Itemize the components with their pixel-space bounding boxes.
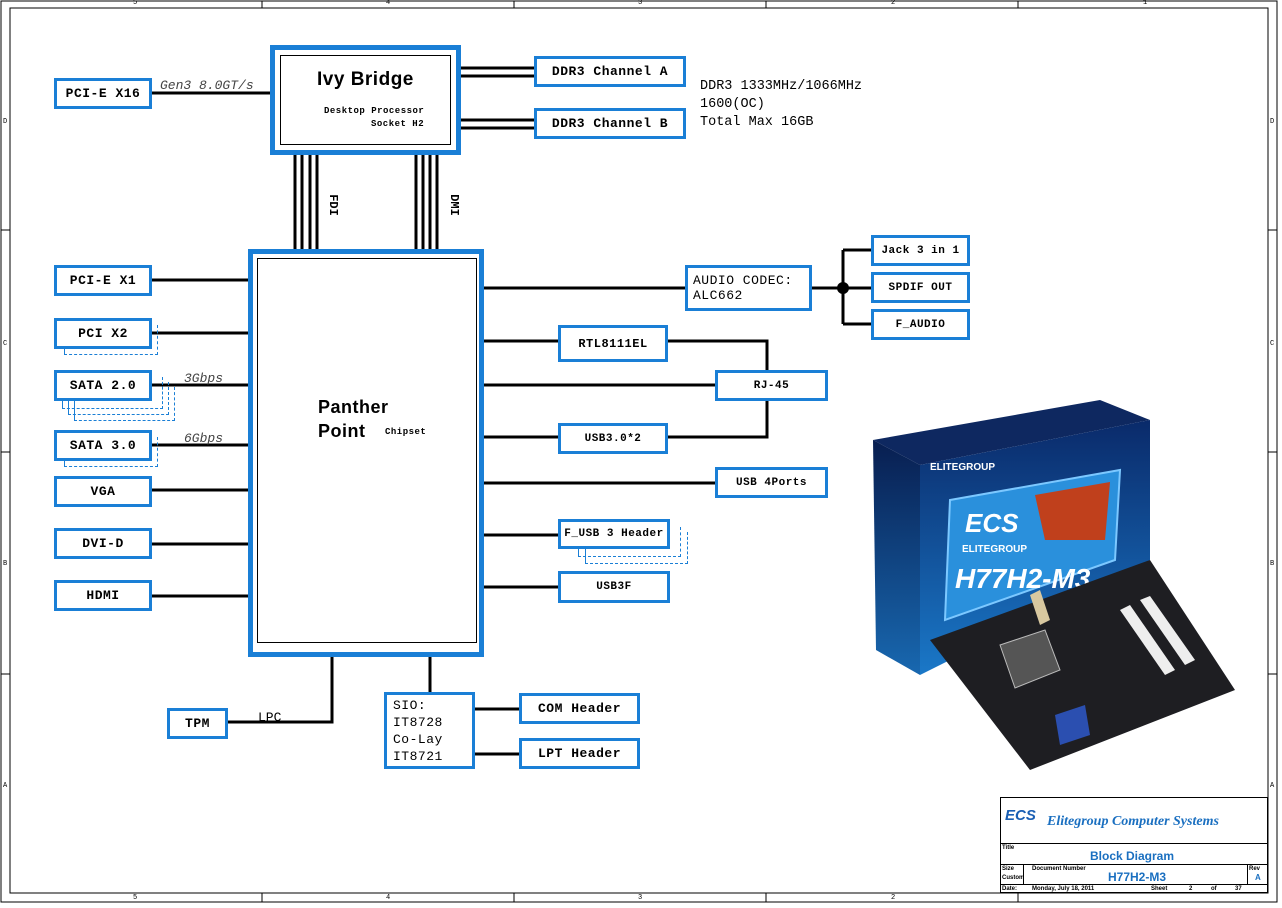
ecs-logo: ECS [1005,807,1036,824]
lan-chip-block: RTL8111EL [558,325,668,362]
rev-value: A [1255,873,1261,882]
sio-line: SIO: [393,697,427,713]
column-label: 5 [133,0,138,7]
column-label: 1 [1143,0,1148,7]
lpt-header-block: LPT Header [519,738,640,769]
title-block: ECS Elitegroup Computer Systems Title Bl… [1000,797,1268,893]
jack-block: Jack 3 in 1 [871,235,970,266]
of-label: of [1211,886,1217,892]
pch-name: Panther [318,397,389,417]
size-label: Size [1002,866,1015,872]
cpu-desc: Desktop Processor [324,106,425,116]
sheet-number: 2 [1189,886,1193,892]
ddr-spec: 1600(OC) [700,97,765,112]
column-label: 3 [638,0,643,7]
sata2-block: SATA 2.0 [54,370,152,401]
column-label: 2 [891,894,896,902]
sio-line: IT8728 [393,714,443,730]
sata3-speed: 6Gbps [184,431,224,446]
ddr3-channel-b: DDR3 Channel B [534,108,686,139]
sata3-block: SATA 3.0 [54,430,152,461]
pcie-x1-block: PCI-E X1 [54,265,152,296]
dvi-d-block: DVI-D [54,528,152,559]
fdi-label: FDI [325,194,340,216]
column-label: 4 [386,894,391,902]
pcie-x16-block: PCI-E X16 [54,78,152,109]
audio-codec-label: AUDIO CODEC: [693,273,793,288]
column-label: 3 [638,894,643,902]
pch-sub: Chipset [385,427,427,437]
sio-line: IT8721 [393,748,443,764]
usb3-x2-block: USB3.0*2 [558,423,668,454]
tpm-block: TPM [167,708,228,739]
size-value: Custom [1002,875,1025,881]
ddr3-channel-a: DDR3 Channel A [534,56,686,87]
cpu-block: Ivy Bridge Desktop Processor Socket H2 [270,45,461,155]
dmi-label: DMI [446,194,461,216]
audio-junction-dot [837,282,849,294]
f-audio-block: F_AUDIO [871,309,970,340]
pch-name: Point [318,421,366,441]
pch-block: Panther Point Chipset [248,249,484,657]
ddr-spec: DDR3 1333MHz/1066MHz [700,79,863,94]
row-label: A [3,782,8,790]
column-label: 4 [386,0,391,7]
row-label: B [1270,560,1275,568]
usb-4ports-block: USB 4Ports [715,467,828,498]
sata2-speed: 3Gbps [184,371,224,386]
com-header-block: COM Header [519,693,640,724]
sata2-stack-ghost [74,387,175,421]
ddr-spec: Total Max 16GB [700,115,814,130]
f-usb3-header-block: F_USB 3 Header [558,519,670,549]
sio-block: SIO: IT8728 Co-Lay IT8721 [384,692,475,769]
sio-line: Co-Lay [393,731,443,747]
usb3f-block: USB3F [558,571,670,603]
total-sheets: 37 [1235,886,1242,892]
column-label: 2 [891,0,896,7]
company-name: Elitegroup Computer Systems [1047,814,1219,829]
date-label: Date: [1002,886,1018,892]
row-label: D [3,118,8,126]
date-value: Monday, July 18, 2011 [1032,886,1095,892]
row-label: D [1270,118,1275,126]
row-label: C [3,340,8,348]
document-title: Block Diagram [1090,849,1175,863]
row-label: A [1270,782,1275,790]
spdif-block: SPDIF OUT [871,272,970,303]
rj45-block: RJ-45 [715,370,828,401]
audio-codec-block: AUDIO CODEC: ALC662 [685,265,812,311]
document-number: H77H2-M3 [1108,870,1167,884]
sheet-label: Sheet [1151,886,1168,892]
row-label: C [1270,340,1275,348]
vga-block: VGA [54,476,152,507]
row-label: B [3,560,8,568]
cpu-name: Ivy Bridge [317,69,414,90]
title-label: Title [1002,845,1015,851]
audio-codec-chip: ALC662 [693,288,743,303]
column-label: 5 [133,894,138,902]
lpc-label: LPC [258,710,282,725]
cpu-socket: Socket H2 [371,119,425,129]
pci-x2-block: PCI X2 [54,318,152,349]
docnum-label: Document Number [1032,866,1086,872]
hdmi-block: HDMI [54,580,152,611]
pcie-x16-speed: Gen3 8.0GT/s [160,78,254,93]
rev-label: Rev [1249,866,1261,872]
wires [152,66,871,756]
